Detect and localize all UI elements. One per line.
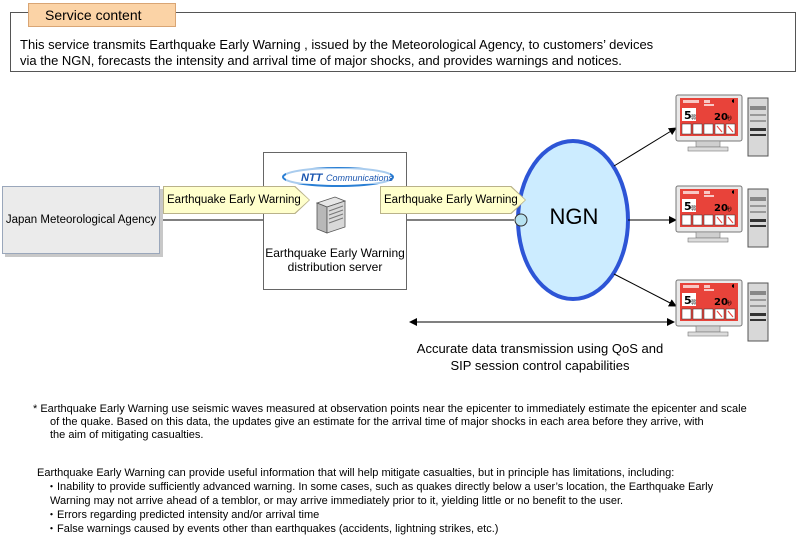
svg-text:Communications: Communications (326, 173, 394, 183)
svg-text:弱: 弱 (691, 300, 696, 306)
ngn-to-terminal-3-arrow (613, 273, 677, 307)
svg-text:秒: 秒 (727, 206, 732, 213)
limitation-item-2: ・Errors regarding predicted intensity an… (46, 509, 320, 521)
terminal-intensity: 5 (684, 294, 692, 307)
limitation-item-1-cont: Warning may not arrive ahead of a temblo… (50, 495, 624, 507)
service-content-box (10, 12, 796, 72)
terminal-seconds: 20 (714, 112, 728, 123)
ngn-label: NGN (549, 204, 599, 229)
terminal-seconds: 20 (714, 297, 728, 308)
server-caption-line-1: Earthquake Early Warning (265, 246, 405, 260)
limitation-item-3: ・False warnings caused by events other t… (46, 523, 499, 535)
qos-caption-line-1: Accurate data transmission using QoS and (416, 341, 664, 356)
svg-text:NTT: NTT (301, 172, 324, 184)
service-description-line-1: This service transmits Earthquake Early … (20, 37, 654, 52)
terminal-intensity: 5 (684, 200, 692, 213)
limitations-intro: Earthquake Early Warning can provide use… (37, 467, 675, 479)
footnote-line-2: of the quake. Based on this data, the up… (50, 416, 704, 428)
svg-text:秒: 秒 (727, 115, 732, 122)
svg-text:弱: 弱 (691, 206, 696, 212)
ngn-connection-point (514, 213, 528, 227)
ntt-communications-logo: NTT Communications (282, 167, 394, 187)
limitation-item-1: ・Inability to provide sufficiently advan… (46, 481, 714, 493)
svg-text:秒: 秒 (727, 300, 732, 307)
qos-caption-line-2: SIP session control capabilities (450, 358, 630, 373)
service-description-line-2: via the NGN, forecasts the intensity and… (20, 53, 622, 68)
arrow-label-2: Earthquake Early Warning (381, 187, 525, 213)
svg-text:弱: 弱 (691, 115, 696, 121)
server-caption-line-2: distribution server (287, 260, 383, 274)
ngn-to-terminal-1-arrow (613, 127, 677, 167)
service-content-tab: Service content (28, 3, 176, 27)
footnote-line-1: * Earthquake Early Warning use seismic w… (33, 403, 747, 415)
terminal-seconds: 20 (714, 203, 728, 214)
arrow-label-1: Earthquake Early Warning (164, 187, 309, 213)
terminal-intensity: 5 (684, 109, 692, 122)
server-icon (315, 196, 347, 234)
jma-box: Japan Meteorological Agency (2, 186, 160, 254)
footnote-line-3: the aim of mitigating casualties. (50, 429, 204, 441)
